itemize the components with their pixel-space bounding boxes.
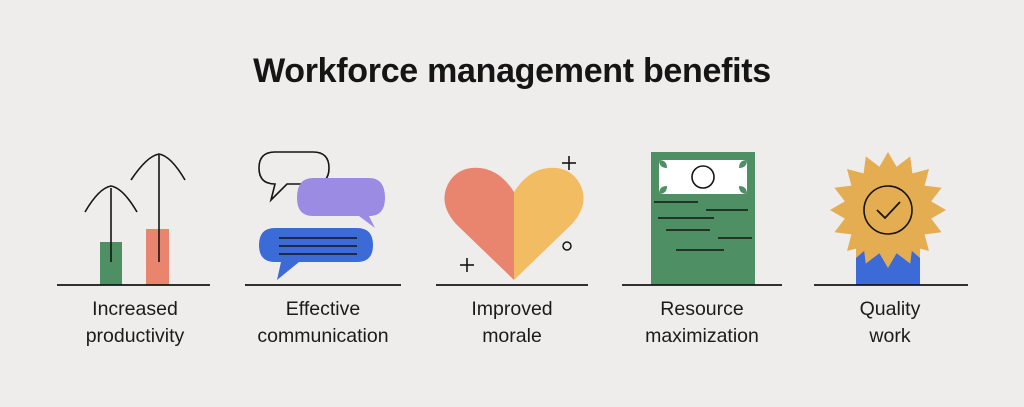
- heart-icon: [436, 156, 588, 286]
- benefit-quality-work: Quality work: [802, 140, 978, 370]
- benefit-improved-morale: Improved morale: [424, 140, 600, 370]
- benefit-label: Effective communication: [257, 298, 389, 347]
- money-bill-icon: [622, 152, 782, 286]
- growth-bars-icon: [57, 153, 210, 286]
- benefit-increased-productivity: Increased productivity: [47, 140, 223, 370]
- benefit-label: Increased productivity: [85, 298, 185, 347]
- benefit-resource-maximization: Resource maximization: [614, 140, 790, 370]
- page-title: Workforce management benefits: [253, 52, 771, 90]
- quality-badge-icon: [814, 152, 968, 286]
- benefit-effective-communication: Effective communication: [235, 140, 411, 370]
- chat-bubbles-icon: [245, 151, 401, 286]
- benefit-label: Resource maximization: [645, 298, 759, 347]
- benefit-label: Improved morale: [471, 298, 553, 347]
- benefit-label: Quality work: [859, 298, 921, 347]
